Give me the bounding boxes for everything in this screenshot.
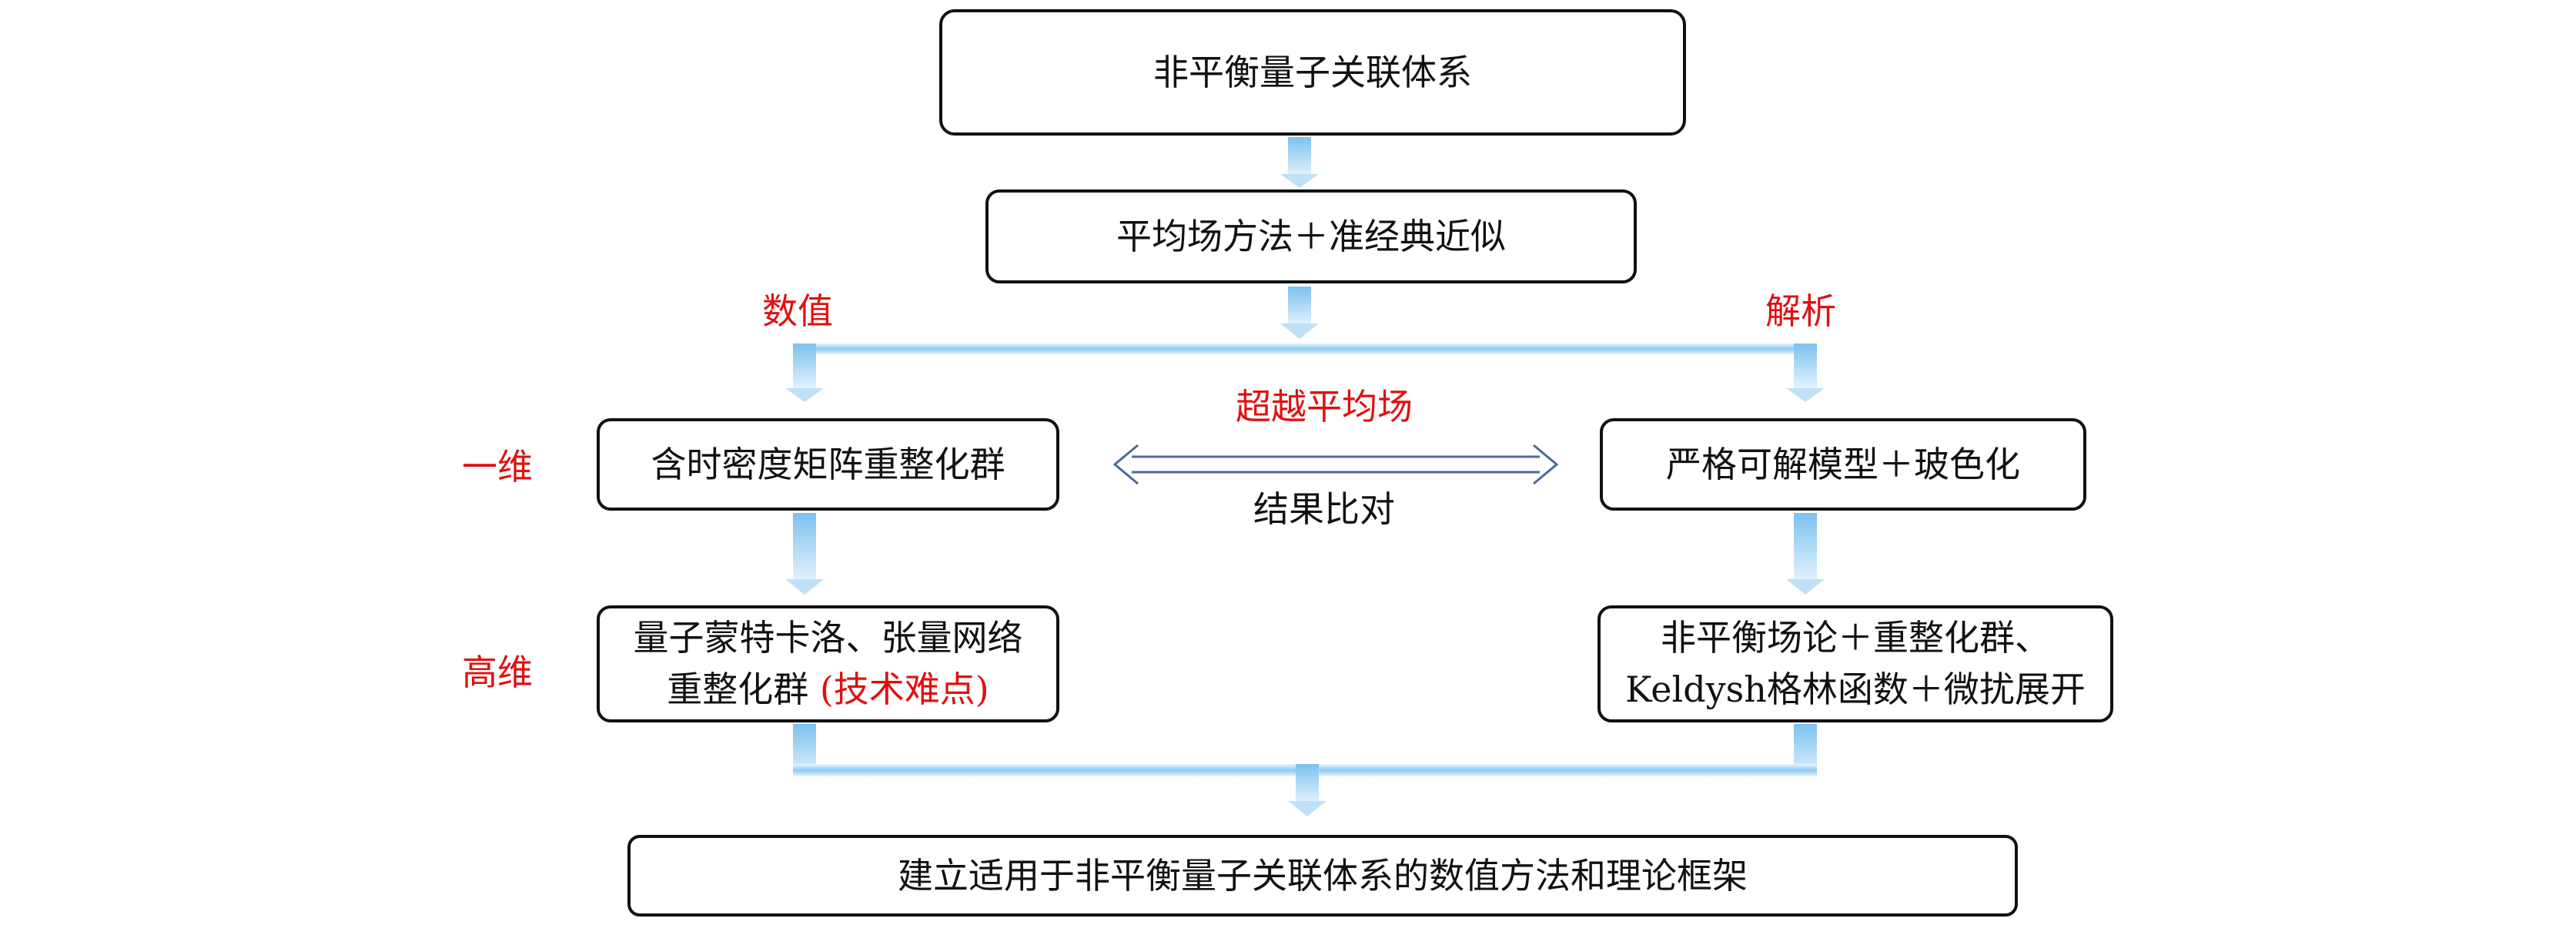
- top-node: 非平衡量子关联体系: [939, 9, 1686, 136]
- bottom-node: 建立适用于非平衡量子关联体系的数值方法和理论框架: [627, 835, 2018, 917]
- left-hd-line2-main: 重整化群: [667, 669, 820, 710]
- arrow-left-1d-to-hd: [785, 513, 824, 595]
- label-high-dim: 高维: [462, 652, 533, 693]
- top-node-text: 非平衡量子关联体系: [1153, 51, 1472, 93]
- arrow-top-to-meanfield: [1280, 137, 1319, 188]
- arrow-right-1d-to-hd: [1786, 513, 1825, 595]
- label-beyond-meanfield: 超越平均场: [1236, 386, 1413, 427]
- meanfield-node-text: 平均场方法＋准经典近似: [1116, 215, 1506, 257]
- compare-double-arrow: [1112, 444, 1559, 485]
- label-numeric: 数值: [762, 290, 833, 332]
- left-hd-node-content: 量子蒙特卡洛、张量网络 重整化群 (技术难点): [634, 612, 1023, 715]
- arrow-to-left-1d: [785, 344, 824, 402]
- right-1d-node-text: 严格可解模型＋玻色化: [1666, 443, 2020, 485]
- left-1d-node: 含时密度矩阵重整化群: [597, 418, 1059, 511]
- arrow-meanfield-to-split: [1280, 287, 1319, 339]
- right-hd-node-content: 非平衡场论＋重整化群、 Keldysh格林函数＋微扰展开: [1625, 612, 2086, 715]
- left-hd-difficulty-note: (技术难点): [819, 669, 989, 710]
- left-hd-line1: 量子蒙特卡洛、张量网络: [633, 617, 1023, 659]
- arrow-to-right-1d: [1786, 344, 1825, 402]
- label-one-dim: 一维: [462, 446, 533, 488]
- meanfield-node: 平均场方法＋准经典近似: [985, 189, 1637, 283]
- right-hd-node: 非平衡场论＋重整化群、 Keldysh格林函数＋微扰展开: [1597, 605, 2113, 722]
- bottom-node-text: 建立适用于非平衡量子关联体系的数值方法和理论框架: [898, 854, 1748, 897]
- left-1d-node-text: 含时密度矩阵重整化群: [651, 443, 1005, 485]
- left-hd-node: 量子蒙特卡洛、张量网络 重整化群 (技术难点): [597, 605, 1059, 722]
- right-hd-line1: 非平衡场论＋重整化群、: [1660, 617, 2050, 659]
- split-bar: [793, 344, 1817, 354]
- right-hd-line2: Keldysh格林函数＋微扰展开: [1625, 669, 2086, 710]
- label-analytic: 解析: [1765, 290, 1836, 332]
- left-hd-line2: 重整化群 (技术难点): [634, 664, 1023, 716]
- right-1d-node: 严格可解模型＋玻色化: [1600, 418, 2086, 511]
- label-compare: 结果比对: [1253, 488, 1395, 530]
- arrow-merge-to-bottom: [1288, 764, 1326, 816]
